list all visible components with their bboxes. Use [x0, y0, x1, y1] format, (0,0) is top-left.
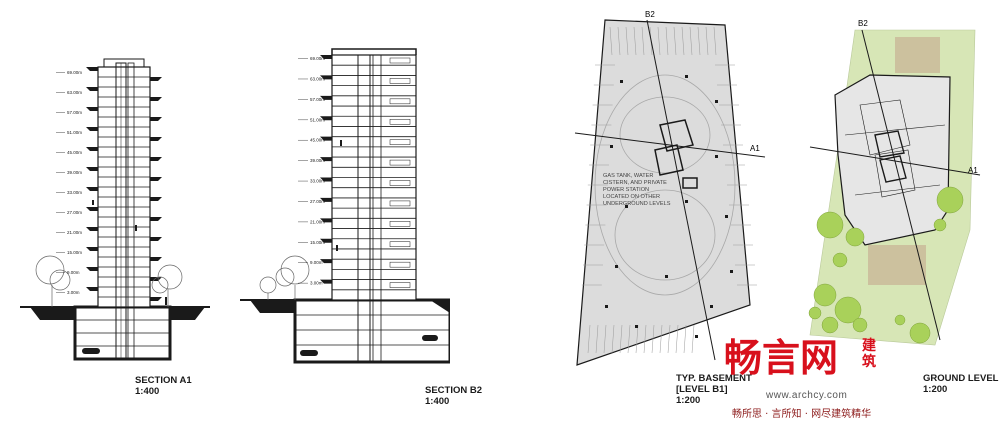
section-a1-drawing: 69.00m 63.00m 57.00m 51.00m 45.00m 39.00m 33.0… [20, 58, 210, 361]
watermark-side: 建筑 [862, 338, 876, 370]
basement-note-line: POWER STATION [603, 187, 649, 193]
basement-note-line: UNDERGROUND LEVELS [603, 201, 671, 207]
ground-caption: GROUND LEVEL 1:200 [923, 373, 998, 395]
basement-caption: TYP. BASEMENT [LEVEL B1] 1:200 [676, 373, 752, 406]
watermark-slogan: 畅所思 · 言所知 · 网尽建筑精华 [732, 409, 872, 420]
b2-level-label: 69.00m [310, 56, 325, 61]
a1-level-label: 3.00m [67, 290, 80, 295]
a1-level-label: 45.00m [67, 150, 82, 155]
a1-level-label: 15.00m [67, 250, 82, 255]
ground-marker-a1: A1 [968, 166, 978, 175]
ground-scale: 1:200 [923, 384, 948, 395]
b2-level-label: 39.00m [310, 158, 325, 163]
a1-level-label: 33.00m [67, 190, 82, 195]
basement-note-line: GAS TANK, WATER [603, 173, 653, 179]
section-b2-caption: SECTION B2 1:400 [425, 385, 482, 407]
ground-plan-drawing: A1 B2 [808, 19, 981, 346]
watermark-url: www.archcy.com [766, 390, 848, 401]
basement-scale: 1:200 [676, 395, 701, 406]
section-b2-scale: 1:400 [425, 396, 450, 407]
b2-level-label: 21.00m [310, 219, 325, 224]
b2-level-label: 15.00m [310, 240, 325, 245]
b2-level-label: 33.00m [310, 179, 325, 184]
section-a1-title: SECTION A1 [135, 375, 192, 386]
section-b2-drawing: 69.00m 63.00m 57.00m 51.00m 45.00m 39.00m 33.0… [240, 48, 450, 364]
a1-level-label: 21.00m [67, 230, 82, 235]
basement-note-line: LOCATED ON OTHER [603, 194, 660, 200]
b2-level-label: 9.00m [310, 260, 323, 265]
b2-level-label: 63.00m [310, 76, 325, 81]
a1-level-label: 57.00m [67, 110, 82, 115]
ground-title: GROUND LEVEL [923, 373, 999, 384]
basement-marker-b2: B2 [645, 10, 655, 19]
a1-level-label: 63.00m [67, 90, 82, 95]
a1-level-label: 27.00m [67, 210, 82, 215]
basement-marker-a1: A1 [750, 144, 760, 153]
a1-level-label: 9.00m [67, 270, 80, 275]
b2-level-label: 57.00m [310, 97, 325, 102]
a1-level-label: 39.00m [67, 170, 82, 175]
b2-level-label: 3.00m [310, 281, 323, 286]
a1-level-label: 69.00m [67, 70, 82, 75]
watermark-logo: 畅言网 [724, 336, 839, 380]
section-b2-title: SECTION B2 [425, 385, 483, 396]
section-a1-scale: 1:400 [135, 386, 160, 397]
a1-level-label: 51.00m [67, 130, 82, 135]
b2-level-label: 45.00m [310, 138, 325, 143]
section-a1-caption: SECTION A1 1:400 [135, 375, 192, 397]
ground-marker-b2: B2 [858, 19, 868, 28]
basement-level: [LEVEL B1] [676, 384, 728, 395]
b2-level-label: 51.00m [310, 117, 325, 122]
b2-level-label: 27.00m [310, 199, 325, 204]
basement-note-line: CISTERN, AND PRIVATE [603, 180, 667, 186]
basement-title: TYP. BASEMENT [676, 373, 752, 384]
